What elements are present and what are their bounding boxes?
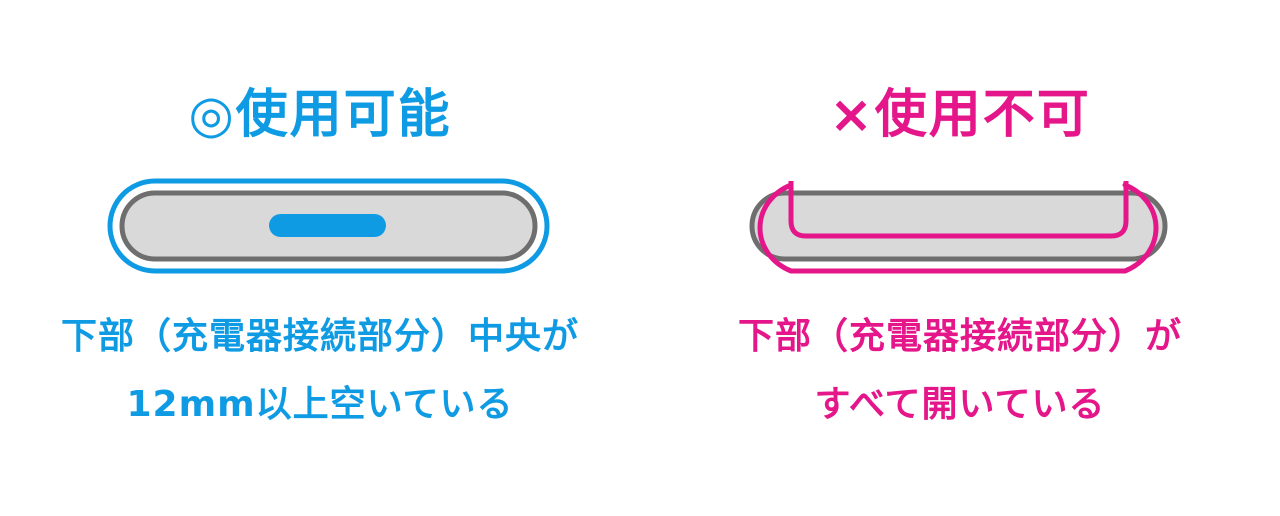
- ng-phone-bottom: [749, 190, 1168, 262]
- ng-title: ×使用不可: [829, 85, 1091, 145]
- ok-title: ◎使用可能: [188, 85, 452, 145]
- ng-open-lip: [788, 181, 1129, 239]
- ok-desc-line2: 12mm以上空いている: [126, 384, 514, 425]
- ng-desc-line1: 下部（充電器接続部分）が: [737, 316, 1182, 357]
- ng-case-outline: [757, 182, 1159, 274]
- ng-desc-line2: すべて開いている: [814, 384, 1106, 425]
- ok-desc-line1: 下部（充電器接続部分）中央が: [60, 316, 579, 357]
- ng-device-diagram: [749, 181, 1168, 274]
- ok-center-opening: [269, 214, 386, 237]
- ng-panel: ×使用不可 下部（充電器接続部分）が すべて開いている: [640, 0, 1280, 516]
- ok-device-diagram: [107, 178, 550, 274]
- ok-panel: ◎使用可能 下部（充電器接続部分）中央が 12mm以上空いている: [60, 85, 579, 425]
